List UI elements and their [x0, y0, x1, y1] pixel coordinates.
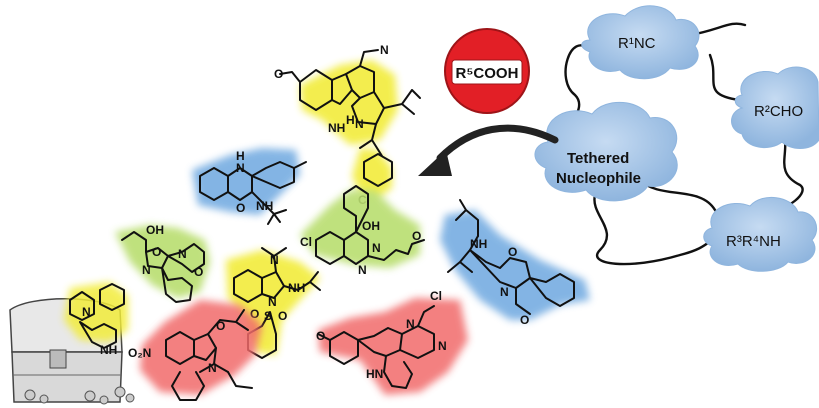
- atom-o-rr: O: [316, 329, 325, 343]
- atom-n-gm1: N: [358, 263, 367, 277]
- atom-nh-br: NH: [470, 237, 487, 251]
- atom-nh-yt: NH: [328, 121, 345, 135]
- atom-o-ym2: O: [278, 309, 287, 323]
- atom-o-gl: O: [152, 245, 161, 259]
- atom-oh-gm: OH: [362, 219, 380, 233]
- molecule-green-left: OH O N N O: [115, 223, 210, 303]
- atom-o-gm: O: [412, 229, 421, 243]
- cloud-center-line1: Tethered: [567, 150, 629, 167]
- molecule-blue-left: H N NH O: [192, 148, 307, 225]
- molecule-blue-right: NH O N O: [440, 199, 590, 327]
- stop-sign: R⁵COOH: [444, 28, 530, 114]
- cloud-r1nc-label: R¹NC: [618, 35, 656, 52]
- cloud-r2cho-label: R²CHO: [754, 103, 803, 120]
- molecule-green-mid: Cl OH N N O: [300, 185, 425, 277]
- atom-hn-rr: HN: [366, 367, 383, 381]
- atom-n-rl: N: [208, 361, 217, 375]
- atom-o-br2: O: [520, 313, 529, 327]
- atom-o-br: O: [508, 245, 517, 259]
- molecule-red-left: O₂N O N: [128, 300, 262, 401]
- atom-o-bl: O: [236, 201, 245, 215]
- atom-nh-chest: NH: [100, 343, 117, 357]
- atom-nh-bl: NH: [256, 199, 273, 213]
- atom-cl-gm: Cl: [300, 235, 312, 249]
- curved-arrow: [418, 124, 559, 176]
- treasure-chest: N NH: [9, 282, 135, 405]
- cloud-r3r4nh-label: R³R⁴NH: [726, 233, 781, 250]
- atom-o-rl: O: [216, 319, 225, 333]
- atom-n-yt1: N: [380, 43, 389, 57]
- atom-n-gl1: N: [142, 263, 151, 277]
- cloud-center-line2: Nucleophile: [556, 170, 641, 187]
- atom-n-ym2: N: [268, 295, 277, 309]
- atom-nh-ym: NH: [288, 281, 305, 295]
- atom-n-yt2: N: [355, 117, 364, 131]
- atom-n-rr1: N: [406, 317, 415, 331]
- atom-o2n-rl: O₂N: [128, 346, 151, 360]
- cloud-r2cho: R²CHO: [731, 66, 819, 149]
- atom-n-chest: N: [82, 305, 91, 319]
- cloud-tethered-nucleophile: Tethered Nucleophile: [534, 101, 678, 202]
- atom-n-ym1: N: [270, 253, 279, 267]
- atom-oh-gl: OH: [146, 223, 164, 237]
- atom-n-gl2: N: [178, 247, 187, 261]
- atom-h-yt: H: [346, 113, 355, 127]
- atom-n-rr2: N: [438, 339, 447, 353]
- atom-n-bl: N: [236, 161, 245, 175]
- cloud-r1nc: R¹NC: [581, 5, 700, 80]
- atom-o-ym1: O: [250, 307, 259, 321]
- stop-sign-label: R⁵COOH: [456, 65, 519, 82]
- atom-o-yt: O: [274, 67, 283, 81]
- molecule-red-right: Cl N N O HN: [316, 289, 468, 395]
- atom-cl-rr: Cl: [430, 289, 442, 303]
- atom-s-ym: S: [264, 309, 272, 323]
- atom-o-gl2: O: [194, 265, 203, 279]
- atom-h-bl: H: [236, 149, 245, 163]
- atom-n-gm2: N: [372, 241, 381, 255]
- molecule-yellow-top: O N N NH H Cl: [274, 43, 421, 207]
- cloud-r3r4nh: R³R⁴NH: [703, 196, 817, 272]
- atom-n-br: N: [500, 285, 509, 299]
